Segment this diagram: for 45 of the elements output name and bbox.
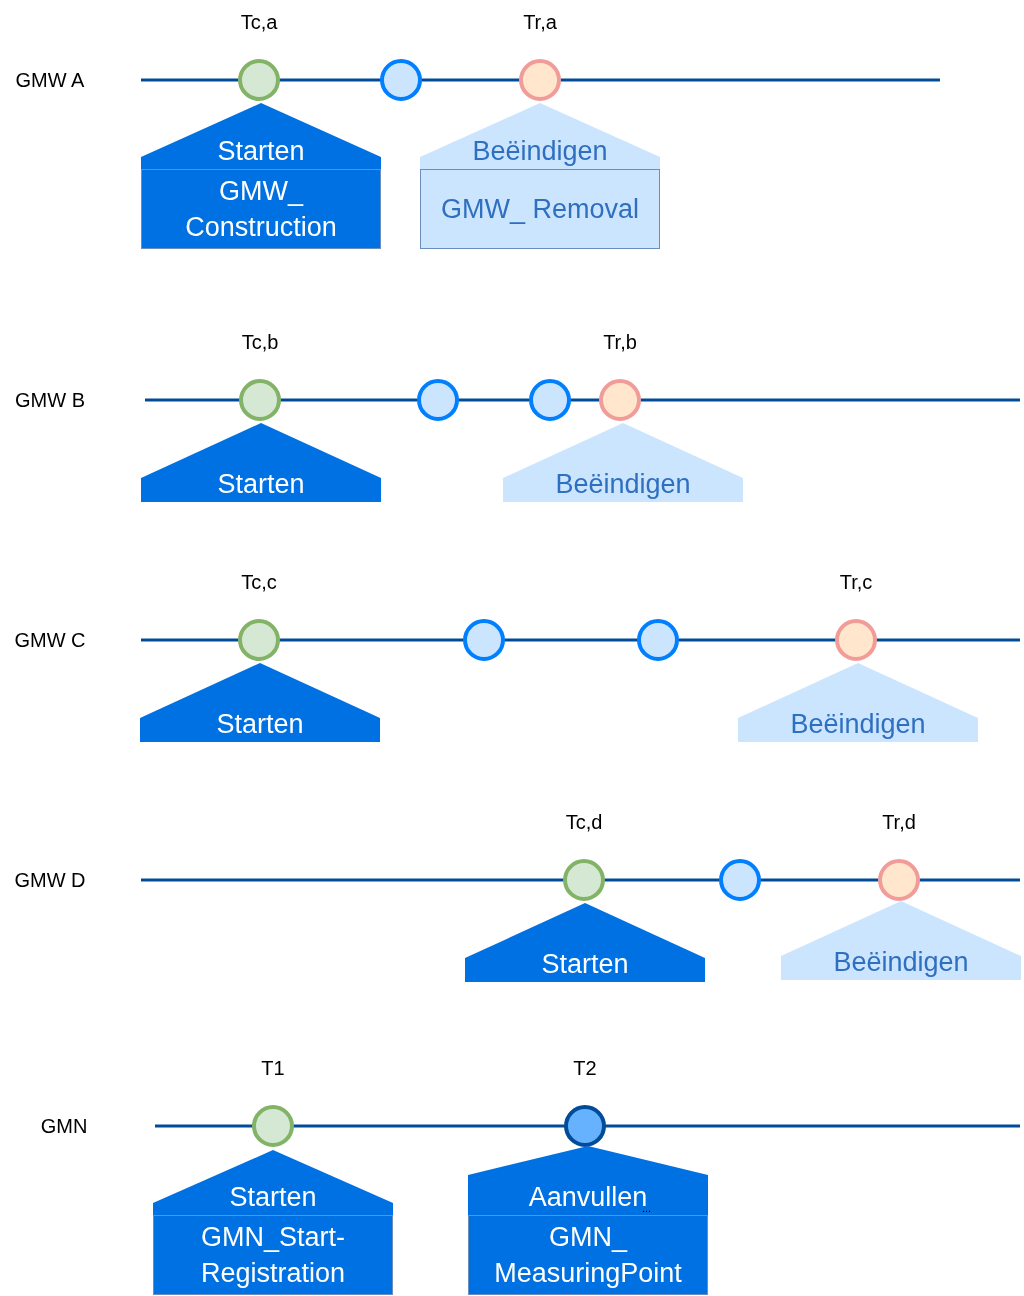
message-box: GMN_ MeasuringPoint [468, 1215, 708, 1295]
event-circle [563, 1104, 607, 1148]
row-label: GMW A [15, 70, 85, 90]
action-label: Aanvullen [527, 1184, 648, 1211]
action-label: Beëindigen [554, 471, 692, 498]
action-label: Starten [228, 1184, 318, 1211]
row-label: GMN [40, 1116, 88, 1136]
time-label: Tc,d [565, 812, 603, 832]
message-box: GMW_ Construction [141, 169, 381, 249]
event-circle [251, 1104, 295, 1148]
event-circle [238, 378, 282, 422]
time-label: T1 [261, 1058, 285, 1078]
event-circle [462, 618, 506, 662]
action-label: Starten [215, 711, 305, 738]
event-circle [237, 618, 281, 662]
time-label: Tc,c [241, 572, 277, 592]
event-circle [518, 58, 562, 102]
message-box: GMN_Start- Registration [153, 1215, 393, 1295]
action-label: Beëindigen [789, 711, 927, 738]
event-circle [877, 858, 921, 902]
event-circle [718, 858, 762, 902]
time-label: Tc,b [241, 332, 279, 352]
event-circle [834, 618, 878, 662]
action-label: Starten [216, 471, 306, 498]
event-circle [416, 378, 460, 422]
action-label: Beëindigen [471, 138, 609, 165]
event-circle [379, 58, 423, 102]
event-circle [237, 58, 281, 102]
time-label: Tr,d [882, 812, 916, 832]
action-label: Starten [216, 138, 306, 165]
time-label: Tr,a [523, 12, 557, 32]
row-label: GMW C [14, 630, 86, 650]
event-circle [528, 378, 572, 422]
action-label: Starten [540, 951, 630, 978]
event-circle [636, 618, 680, 662]
event-circle [598, 378, 642, 422]
row-label: GMW D [14, 870, 86, 890]
row-label: GMW B [15, 390, 85, 410]
time-label: Tr,b [603, 332, 637, 352]
action-label: Beëindigen [832, 949, 970, 976]
message-box: GMW_ Removal [420, 169, 660, 249]
event-circle [562, 858, 606, 902]
time-label: T2 [573, 1058, 597, 1078]
time-label: Tc,a [240, 12, 278, 32]
time-label: Tr,c [839, 572, 873, 592]
